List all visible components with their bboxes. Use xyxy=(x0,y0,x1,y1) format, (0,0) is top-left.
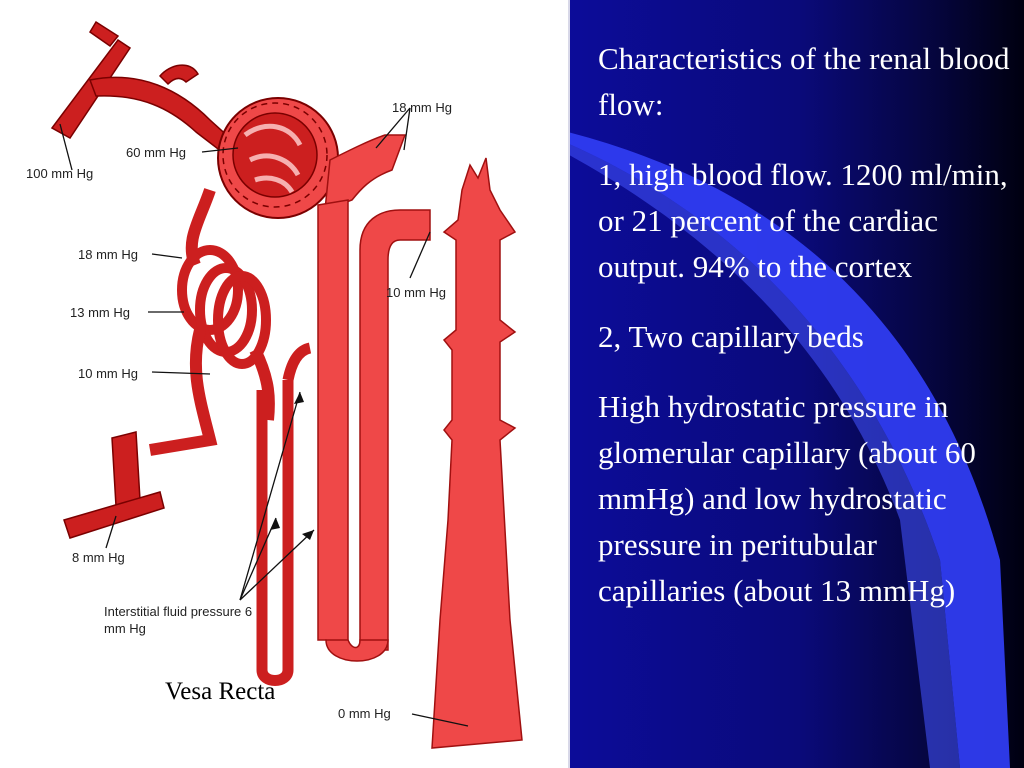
venous-return xyxy=(63,431,165,539)
nephron-pressure-diagram xyxy=(50,20,523,749)
point-two-capillary-beds: 2, Two capillary beds xyxy=(598,319,864,354)
slide-text: Characteristics of the renal blood flow:… xyxy=(598,36,1012,638)
label-interstitial: Interstitial fluid pressure 6 mm Hg xyxy=(104,604,253,636)
label-100mmhg: 100 mm Hg xyxy=(26,166,94,181)
leader-lines xyxy=(59,107,469,727)
vasa-recta xyxy=(256,342,312,686)
slide-heading: Characteristics of the renal blood flow: xyxy=(598,41,1010,122)
label-0mmhg: 0 mm Hg xyxy=(338,706,391,721)
afferent-vessel xyxy=(50,20,234,154)
peritubular-capillaries xyxy=(149,188,275,456)
label-10mmhg-right: 10 mm Hg xyxy=(386,285,446,300)
point-high-blood-flow: 1, high blood flow. 1200 ml/min, or 21 p… xyxy=(598,157,1008,284)
label-8mmhg: 8 mm Hg xyxy=(72,550,125,565)
label-18mmhg-left: 18 mm Hg xyxy=(78,247,138,262)
collecting-duct xyxy=(431,157,523,749)
arrowheads xyxy=(270,392,314,540)
label-10mmhg-left: 10 mm Hg xyxy=(78,366,138,381)
label-18mmhg-top: 18 mm Hg xyxy=(392,100,452,115)
label-13mmhg: 13 mm Hg xyxy=(70,305,130,320)
glomerulus xyxy=(217,97,339,219)
tubule xyxy=(317,134,431,662)
kidney-diagram-panel: 100 mm Hg 60 mm Hg 18 mm Hg 18 mm Hg 13 … xyxy=(0,0,570,768)
vesa-recta-caption: Vesa Recta xyxy=(165,678,276,705)
point-hydrostatic-pressure: High hydrostatic pressure in glomerular … xyxy=(598,389,976,608)
label-60mmhg: 60 mm Hg xyxy=(126,145,186,160)
